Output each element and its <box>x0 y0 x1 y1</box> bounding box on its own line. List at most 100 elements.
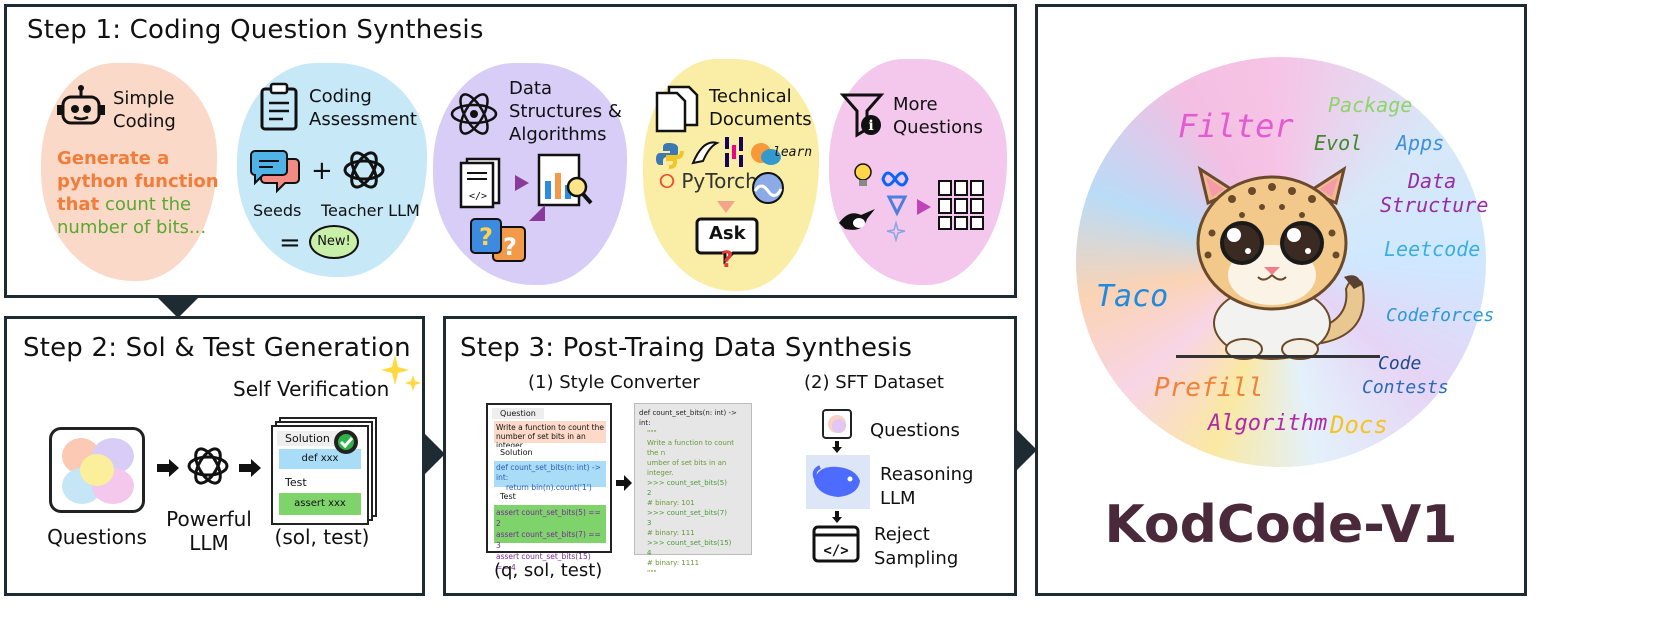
card-solution-tag: Solution <box>277 431 338 446</box>
new-bubble: New! <box>309 225 359 259</box>
sparkles-icon <box>381 355 421 391</box>
qst-test-tag: Test <box>492 491 524 502</box>
gen-green-2: number of bits... <box>57 217 207 238</box>
word-data: Data <box>1408 169 1457 193</box>
tech-label-1: Technical <box>709 86 792 107</box>
pandas-icon <box>725 137 743 167</box>
seeds-label: Seeds <box>253 201 302 220</box>
converted-code-line: 2 <box>647 489 652 497</box>
atom-icon <box>450 93 498 135</box>
converted-code-line: >>> count_set_bits(7) <box>647 509 727 517</box>
assessment-label-2: Assessment <box>309 109 417 130</box>
scipy-icon <box>752 172 784 204</box>
arrow-down-left-icon <box>529 205 545 221</box>
svg-text:i: i <box>868 118 873 134</box>
step1-title: Step 1: Coding Question Synthesis <box>27 15 484 45</box>
step2-title: Step 2: Sol & Test Generation <box>23 333 411 363</box>
converted-code-line: # binary: 111 <box>647 529 695 537</box>
arrow-right-icon <box>515 175 529 191</box>
sft-reasoning-label-2: LLM <box>880 488 916 509</box>
clipboard-icon <box>260 82 298 131</box>
arrow-right-1 <box>157 459 179 477</box>
assessment-label-1: Coding <box>309 86 372 107</box>
word-apps: Apps <box>1396 131 1445 155</box>
model-logo-icon <box>886 195 908 217</box>
word-code: Code <box>1378 353 1422 374</box>
converted-code-line: def count_set_bits(n: int) -> int: <box>639 409 737 427</box>
robot-icon <box>57 85 105 125</box>
simple-coding-label-1: Simple <box>113 88 175 109</box>
tech-label-2: Documents <box>709 109 812 130</box>
deepseek-whale-icon <box>806 455 870 509</box>
converted-code-line: >>> count_set_bits(15) <box>647 539 732 547</box>
meta-icon <box>881 171 909 187</box>
gen-green-1: count the <box>105 194 192 215</box>
documents-icon <box>655 85 699 133</box>
code-document-icon: </> <box>459 157 501 209</box>
ask-label: Ask <box>709 223 746 244</box>
svg-text:?: ? <box>503 233 517 261</box>
lightbulb-icon <box>854 163 872 186</box>
svg-text:?: ? <box>721 248 734 273</box>
soltest-label: (sol, test) <box>274 525 370 549</box>
qst-solution-tag: Solution <box>492 447 541 458</box>
powerful-llm-icon <box>187 447 229 485</box>
sft-arrow-2 <box>832 511 842 523</box>
svg-text:?: ? <box>479 223 493 251</box>
step1-panel: Step 1: Coding Question Synthesis Simple… <box>4 4 1017 298</box>
arrow-down-icon <box>717 201 735 213</box>
seeds-chat-icon <box>250 150 300 194</box>
sft-reasoning-label-1: Reasoning <box>880 464 974 485</box>
word-leetcode: Leetcode <box>1384 237 1481 261</box>
word-filter: Filter <box>1178 107 1294 145</box>
word-evol: Evol <box>1314 131 1363 155</box>
leopard-mascot-icon <box>1196 165 1365 360</box>
soltest-card: Solution def xxx Test assert xxx <box>271 425 369 525</box>
teacher-llm-label: Teacher LLM <box>321 201 420 220</box>
step1-to-step2-arrow <box>158 298 198 318</box>
converted-code-line: # binary: 1111 <box>647 559 700 567</box>
equals-sign: = <box>279 228 301 258</box>
questions-label: Questions <box>47 525 147 549</box>
pytorch-label: ⭘ PyTorch <box>659 169 758 193</box>
converted-code-line: """ <box>647 569 657 577</box>
plus-sign: + <box>311 156 333 186</box>
step2-panel: Step 2: Sol & Test Generation Self Verif… <box>4 316 425 596</box>
converted-code-line: """ <box>647 429 657 437</box>
openai-logo-icon <box>343 151 385 189</box>
sklearn-label: learn <box>773 145 813 160</box>
sft-arrow-1 <box>832 441 842 453</box>
qst-test-box: assert count_set_bits(5) == 2 assert cou… <box>494 505 606 572</box>
dsa-label-3: Algorithms <box>509 124 607 145</box>
gen-bold-3: that <box>57 194 100 215</box>
simple-coding-label-2: Coding <box>113 111 176 132</box>
converted-code-line: 3 <box>647 519 652 527</box>
code-window-icon: </> <box>812 525 860 563</box>
sft-questions-label: Questions <box>870 420 960 441</box>
card-assert-row: assert xxx <box>279 493 361 515</box>
converted-code-line: # binary: 101 <box>647 499 695 507</box>
style-converter-label: (1) Style Converter <box>528 372 700 393</box>
converted-code-line: 4 <box>647 549 652 557</box>
qsoltest-label: (q, sol, test) <box>494 560 603 581</box>
word-docs: Docs <box>1330 411 1388 439</box>
qst-question-tag: Question <box>492 408 544 419</box>
step3-to-kodcode-arrow <box>1017 430 1037 470</box>
flask-icon <box>691 141 720 165</box>
simple-coding-card <box>41 63 217 281</box>
dsa-label-2: Structures & <box>509 101 622 122</box>
svg-text:</>: </> <box>823 543 848 559</box>
python-icon <box>656 143 684 169</box>
self-verification-label: Self Verification <box>233 377 390 401</box>
converter-arrow-icon <box>616 475 632 491</box>
step3-title: Step 3: Post-Traing Data Synthesis <box>460 333 913 363</box>
svg-text:</>: </> <box>469 191 487 202</box>
kodcode-title: KodCode-V1 <box>1104 495 1458 555</box>
gen-bold-2: python function <box>57 171 219 192</box>
step2-to-step3-arrow <box>425 434 445 474</box>
kodcode-panel: Filter Package Evol Apps Data Structure … <box>1035 4 1527 596</box>
converted-code-card: def count_set_bits(n: int) -> int:"""Wri… <box>634 403 752 577</box>
word-taco: Taco <box>1096 279 1169 314</box>
qst-solution-box: def count_set_bits(n: int) -> int: retur… <box>494 461 606 492</box>
filter-info-icon: i <box>839 93 885 138</box>
